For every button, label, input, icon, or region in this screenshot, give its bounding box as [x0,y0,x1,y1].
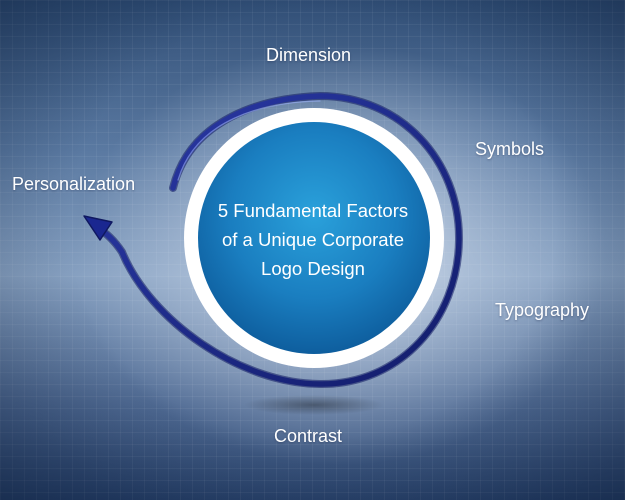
arrow-head-icon [83,215,113,241]
center-title-line-2: of a Unique Corporate [221,229,405,250]
factor-label-dimension: Dimension [266,45,352,65]
center-title-line-1: 5 Fundamental Factors [217,200,409,221]
center-title: 5 Fundamental Factors of a Unique Corpor… [197,196,429,283]
factor-label-contrast: Contrast [274,426,343,446]
disc-shadow [244,395,384,415]
arrow-highlight [177,100,321,181]
center-title-line-3: Logo Design [261,258,365,279]
arrow-stroke [97,93,462,387]
factor-label-typography: Typography [495,300,590,320]
center-disc [198,122,430,354]
factor-label-symbols: Symbols [475,139,545,159]
factor-label-personalization: Personalization [12,174,136,194]
